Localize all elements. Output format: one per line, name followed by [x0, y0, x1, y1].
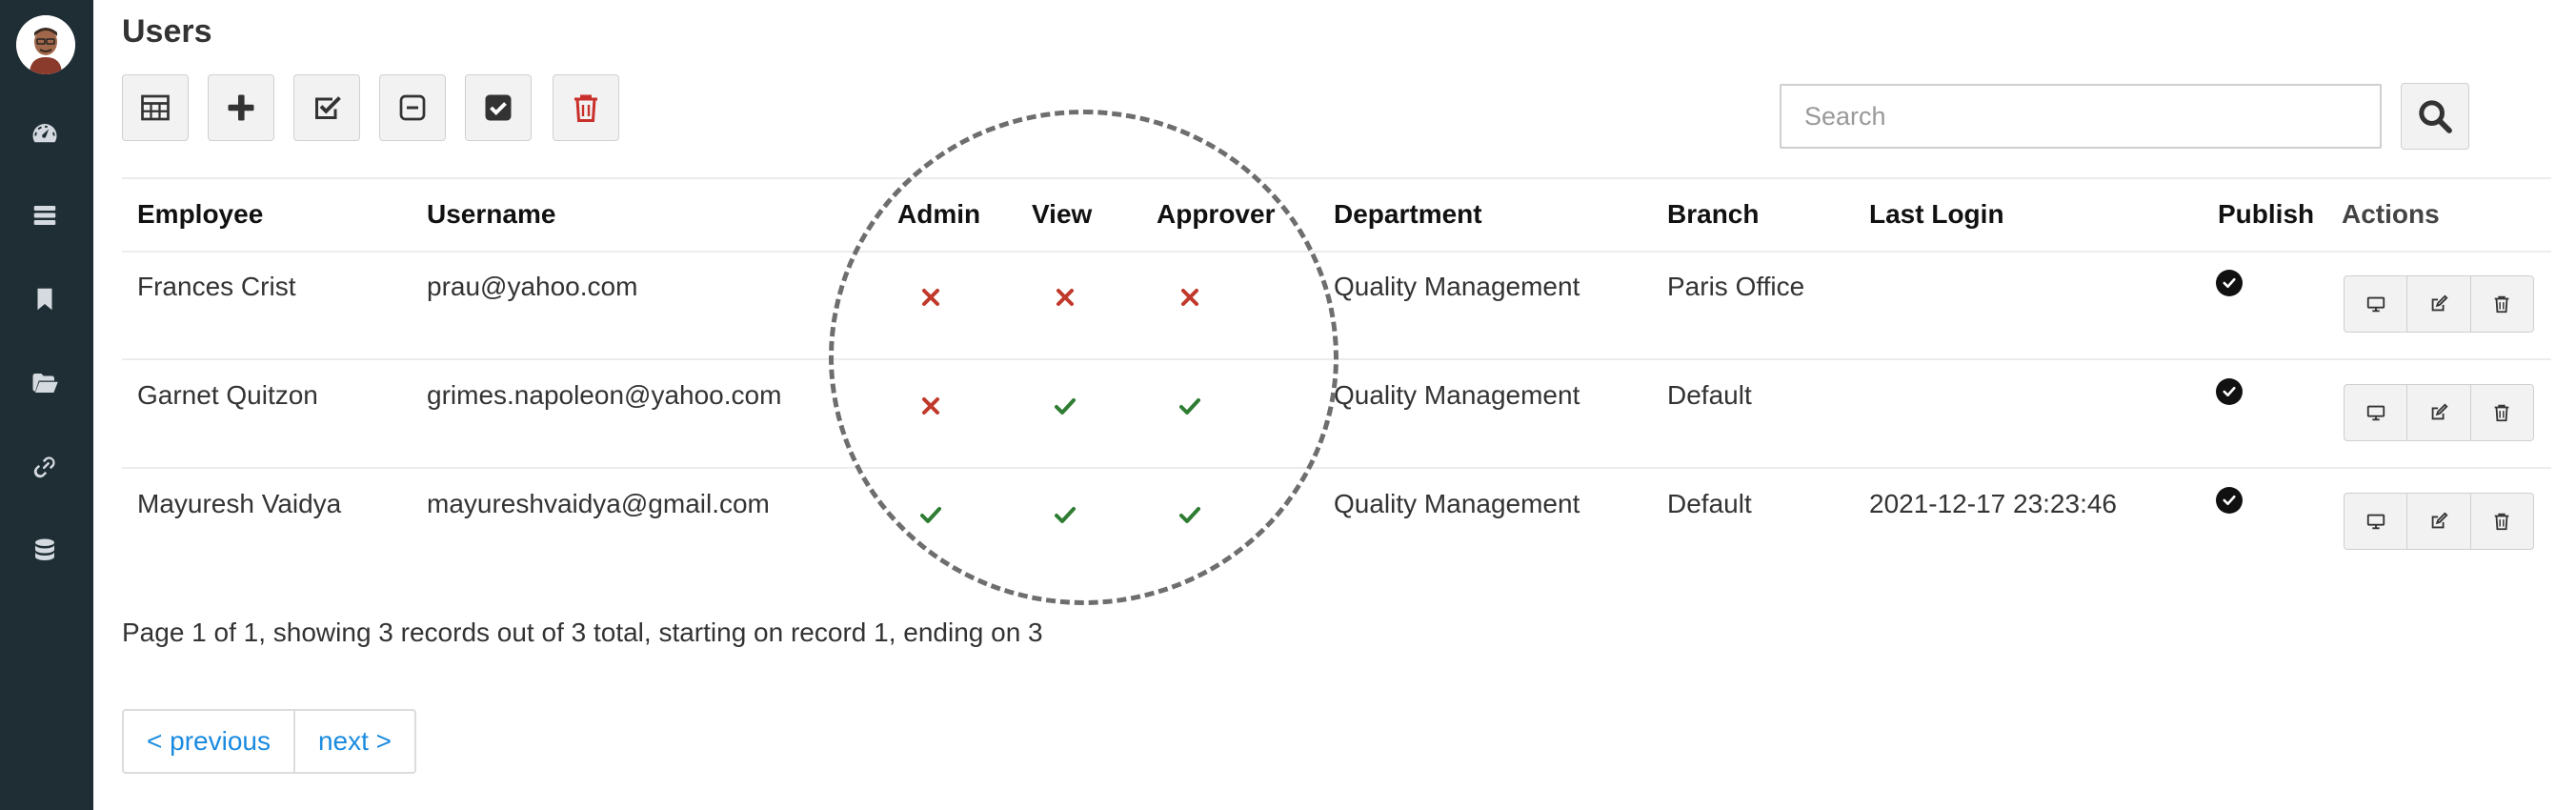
database-icon[interactable] — [28, 534, 62, 568]
cell-branch: Default — [1667, 489, 1752, 518]
check-icon — [1178, 395, 1201, 417]
search-input[interactable] — [1780, 84, 2382, 149]
row-actions — [2344, 493, 2534, 550]
add-button[interactable] — [208, 74, 274, 141]
check-icon — [919, 503, 942, 526]
header-department[interactable]: Department — [1334, 199, 1482, 229]
page-title: Users — [122, 13, 212, 50]
check-icon — [1054, 395, 1077, 417]
row-actions — [2344, 275, 2534, 333]
check-square-icon — [485, 94, 512, 121]
row-divider — [122, 358, 2551, 360]
search-icon — [2419, 100, 2452, 133]
view-button[interactable] — [2345, 276, 2408, 332]
edit-icon — [2431, 512, 2448, 529]
edit-button[interactable] — [2407, 385, 2471, 440]
previous-page-link[interactable]: < previous — [124, 711, 295, 772]
header-last-login[interactable]: Last Login — [1869, 199, 2004, 229]
table-top-border — [122, 177, 2551, 179]
view-button[interactable] — [2345, 385, 2408, 440]
check-square-outline-icon — [315, 96, 341, 119]
cross-icon — [1178, 286, 1201, 309]
cross-icon — [919, 286, 942, 309]
cell-department: Quality Management — [1334, 272, 1580, 301]
cell-employee: Mayuresh Vaidya — [137, 489, 342, 518]
trash-icon — [2494, 513, 2509, 531]
list-icon[interactable] — [28, 198, 62, 233]
cell-department: Quality Management — [1334, 489, 1580, 518]
cell-username: mayureshvaidya@gmail.com — [427, 489, 770, 518]
search-button[interactable] — [2401, 83, 2469, 150]
cell-branch: Paris Office — [1667, 272, 1805, 301]
records-summary: Page 1 of 1, showing 3 records out of 3 … — [122, 618, 1043, 647]
monitor-icon — [2366, 405, 2385, 421]
dashboard-icon[interactable] — [28, 116, 62, 151]
plus-icon — [228, 94, 254, 121]
header-approver[interactable]: Approver — [1157, 199, 1276, 229]
edit-button[interactable] — [2407, 494, 2471, 549]
cell-last-login: 2021-12-17 23:23:46 — [1869, 489, 2117, 518]
header-branch[interactable]: Branch — [1667, 199, 1760, 229]
row-divider — [122, 467, 2551, 469]
row-divider — [122, 251, 2551, 253]
publish-check-icon[interactable] — [2216, 487, 2243, 514]
trash-icon — [574, 94, 597, 122]
link-icon[interactable] — [28, 450, 62, 484]
header-view[interactable]: View — [1032, 199, 1093, 229]
header-employee[interactable]: Employee — [137, 199, 264, 229]
cell-username: grimes.napoleon@yahoo.com — [427, 380, 782, 410]
check-icon — [1178, 503, 1201, 526]
delete-button[interactable] — [553, 74, 619, 141]
header-actions: Actions — [2342, 199, 2440, 229]
avatar[interactable] — [16, 15, 75, 74]
delete-row-button[interactable] — [2471, 276, 2533, 332]
edit-button[interactable] — [2407, 276, 2471, 332]
minus-button[interactable] — [379, 74, 446, 141]
table-icon — [141, 94, 170, 121]
header-publish[interactable]: Publish — [2218, 199, 2315, 229]
monitor-icon — [2366, 514, 2385, 530]
delete-row-button[interactable] — [2471, 494, 2533, 549]
pagination: < previous next > — [122, 709, 417, 774]
folder-open-icon[interactable] — [28, 366, 62, 400]
cell-branch: Default — [1667, 380, 1752, 410]
trash-icon — [2494, 404, 2509, 422]
minus-square-icon — [399, 94, 426, 121]
bookmark-icon[interactable] — [28, 282, 62, 316]
sidebar — [0, 0, 93, 810]
trash-icon — [2494, 295, 2509, 314]
cell-department: Quality Management — [1334, 380, 1580, 410]
cross-icon — [1054, 286, 1077, 309]
cell-employee: Garnet Quitzon — [137, 380, 318, 410]
next-page-link[interactable]: next > — [317, 726, 392, 756]
dashed-circle-annotation — [829, 110, 1338, 605]
publish-check-icon[interactable] — [2216, 270, 2243, 296]
view-button[interactable] — [2345, 494, 2408, 549]
check-all-button[interactable] — [465, 74, 532, 141]
edit-icon — [2431, 294, 2448, 312]
cell-username: prau@yahoo.com — [427, 272, 638, 301]
row-actions — [2344, 384, 2534, 441]
delete-row-button[interactable] — [2471, 385, 2533, 440]
check-icon — [1054, 503, 1077, 526]
header-username[interactable]: Username — [427, 199, 556, 229]
cross-icon — [919, 395, 942, 417]
table-view-button[interactable] — [122, 74, 189, 141]
header-admin[interactable]: Admin — [897, 199, 981, 229]
monitor-icon — [2366, 296, 2385, 313]
cell-employee: Frances Crist — [137, 272, 296, 301]
edit-icon — [2431, 403, 2448, 420]
publish-check-icon[interactable] — [2216, 378, 2243, 405]
check-edit-button[interactable] — [293, 74, 360, 141]
